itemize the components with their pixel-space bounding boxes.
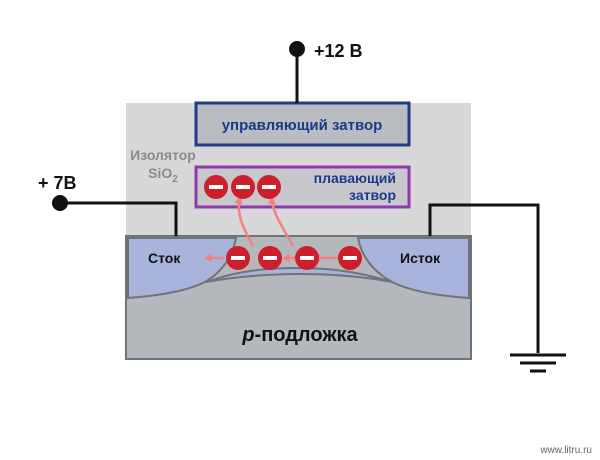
- ground-icon: [510, 353, 566, 373]
- floating-gate-label-line2: затвор: [349, 187, 396, 203]
- electron: [258, 246, 282, 270]
- substrate-name: -подложка: [255, 324, 359, 346]
- tunnel-arrow-1: [234, 196, 255, 247]
- control-gate-label: управляющий затвор: [222, 117, 383, 134]
- electron: [226, 246, 250, 270]
- insulator-formula-sub: 2: [172, 174, 178, 185]
- substrate-type: p: [241, 324, 254, 346]
- watermark: www.litru.ru: [539, 445, 592, 456]
- drain-label: Сток: [148, 250, 181, 266]
- substrate-label: p-подложка: [241, 324, 358, 346]
- electron: [338, 246, 362, 270]
- gate-terminal: [289, 41, 305, 57]
- gate-voltage-label: +12 В: [314, 41, 363, 61]
- electron: [231, 175, 255, 199]
- drain-voltage-label: + 7В: [38, 173, 77, 193]
- electron: [295, 246, 319, 270]
- source-label: Исток: [400, 250, 441, 266]
- drain-wire: [60, 201, 178, 236]
- floating-gate: [194, 165, 411, 209]
- source-wire: [428, 203, 540, 353]
- tunnel-arrow-2: [268, 196, 295, 247]
- electron: [257, 175, 281, 199]
- insulator-label: Изолятор: [130, 147, 196, 163]
- insulator-formula-base: SiO: [148, 165, 172, 181]
- insulator-formula: SiO2: [148, 165, 178, 185]
- control-gate: [194, 101, 411, 147]
- drain-terminal: [52, 195, 68, 211]
- floating-gate-label: плавающий: [314, 170, 396, 186]
- electron: [204, 175, 228, 199]
